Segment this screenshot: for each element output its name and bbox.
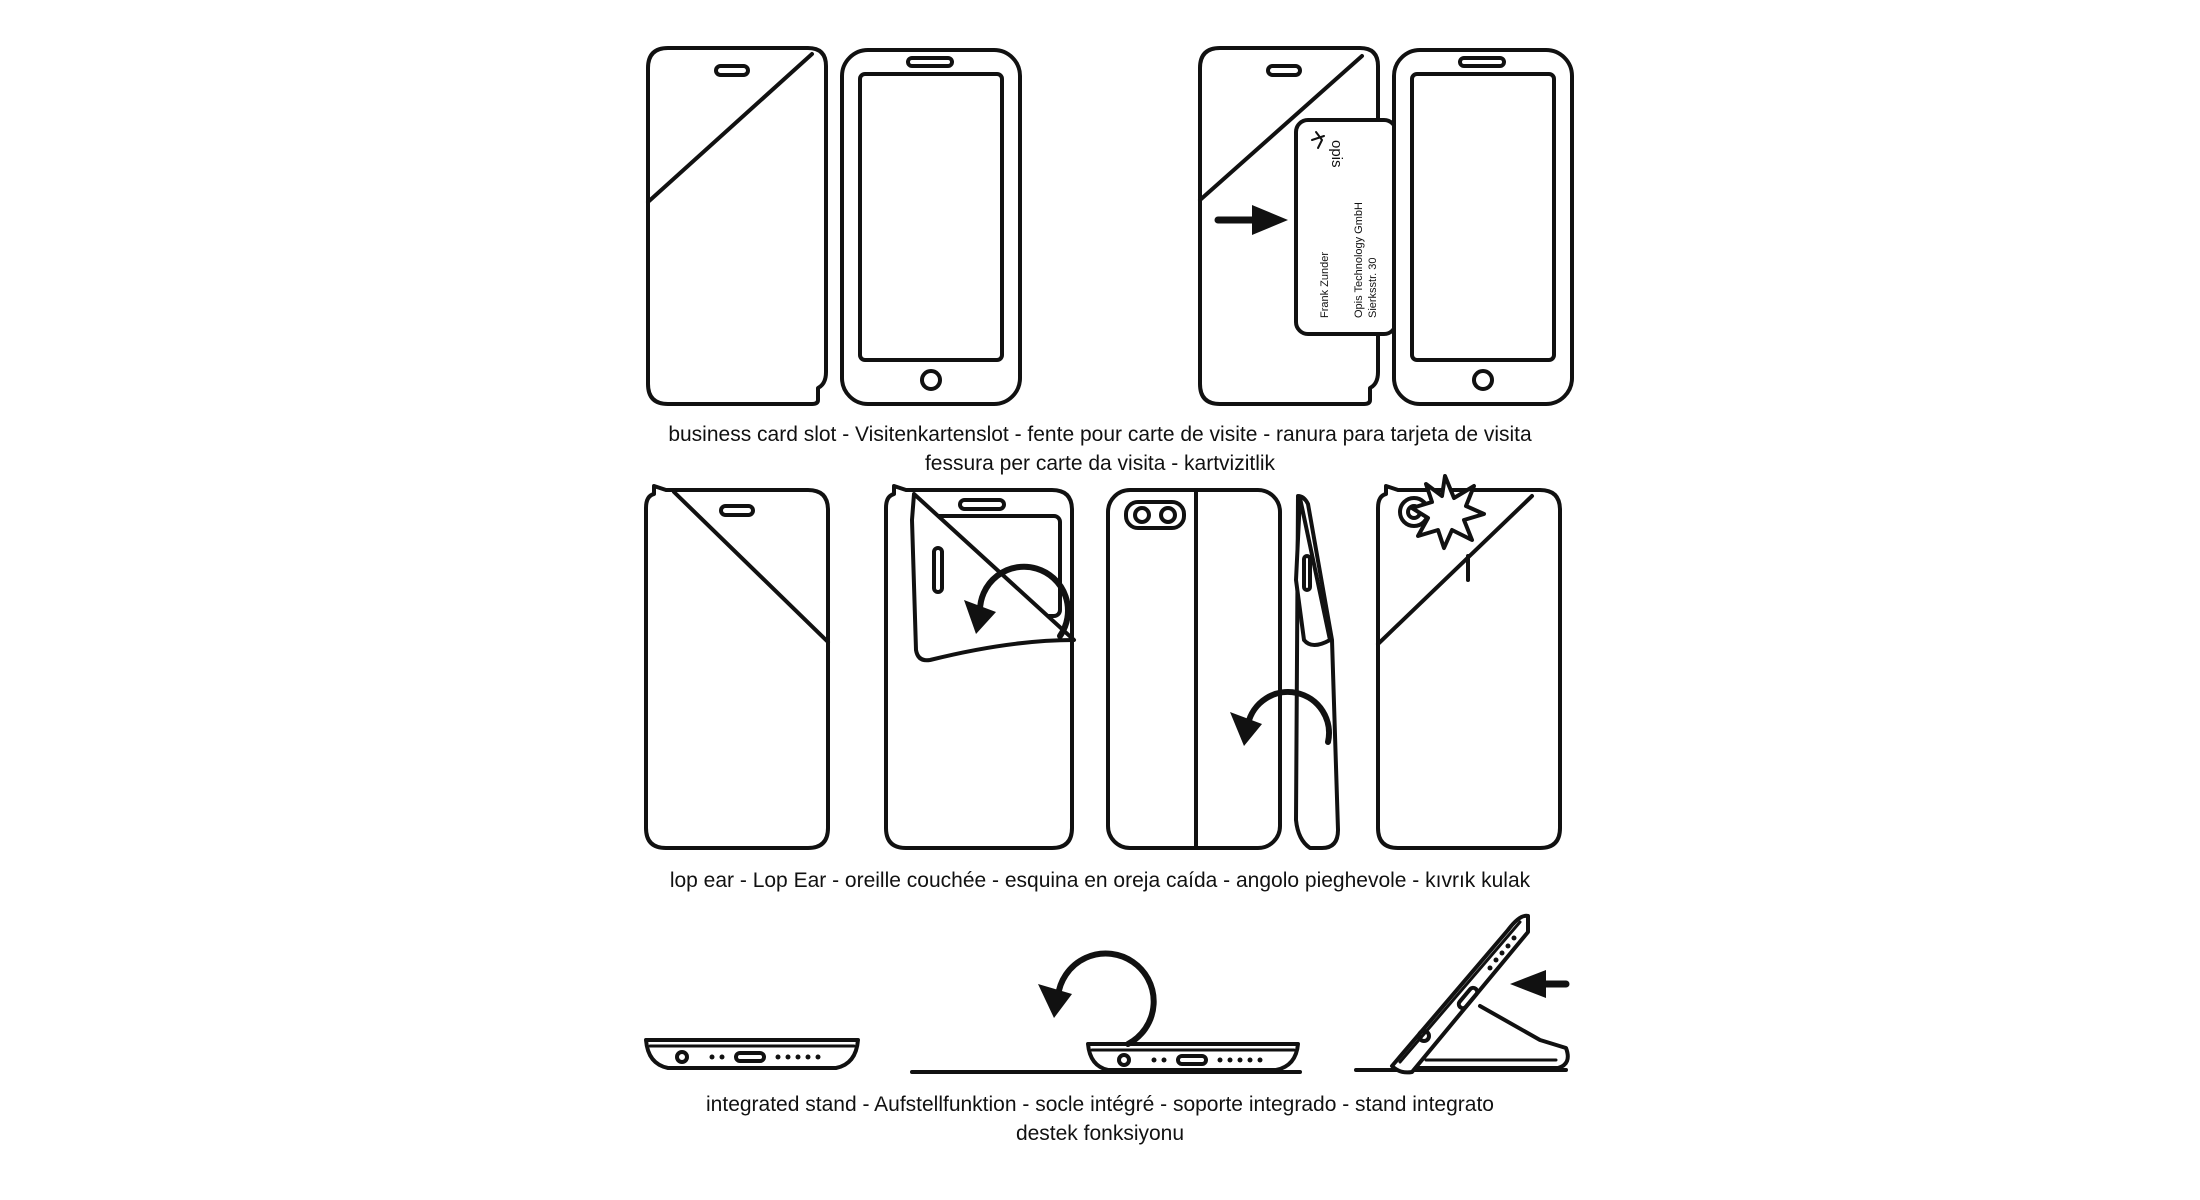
cover-diagonal: [1198, 54, 1364, 202]
speaker-grille-icon: [1151, 1057, 1263, 1063]
phone-screen: [858, 72, 1004, 362]
caption-line: destek fonksiyonu: [1015, 1122, 1185, 1145]
caption-line: fessura per carte da visita - kartvizitl…: [924, 452, 1276, 475]
rotate-arrow-icon: [1230, 712, 1262, 746]
case-back-flip-figure: [1106, 488, 1340, 850]
caption-line: integrated stand - Aufstellfunktion - so…: [706, 1093, 1494, 1116]
phone-edge-line: [1398, 920, 1522, 1064]
earpiece-slot: [958, 498, 1006, 511]
card-logo-text: opis: [1328, 140, 1345, 168]
camera-module: [1124, 500, 1186, 530]
flap-inner-panel: [1294, 496, 1332, 647]
flash-burst-icon: [1410, 474, 1486, 550]
audio-jack-icon: [675, 1050, 689, 1064]
caption-lop-ear: lop ear - Lop Ear - oreille couchée - es…: [0, 866, 2200, 895]
speaker-grille-icon: [1487, 935, 1517, 971]
home-button-icon: [920, 369, 942, 391]
case-cover: [646, 46, 828, 406]
speaker-grille-icon: [709, 1054, 821, 1060]
case-cover: [1198, 46, 1380, 406]
open-case-with-card-figure: opis Frank Zunder Opis Technology GmbH S…: [1198, 46, 1574, 406]
flap-slot: [932, 546, 944, 594]
lop-ear-folding-figure: [884, 484, 1076, 850]
push-arrow-icon: [1510, 970, 1570, 998]
rotate-arrow-icon: [1038, 984, 1072, 1018]
case-outline: [884, 484, 1074, 850]
phone-screen: [1410, 72, 1556, 362]
business-card: [1294, 118, 1398, 336]
stand-cover-fold: [1408, 1004, 1570, 1070]
case-outline: [644, 484, 830, 850]
case-edge-outline: [644, 1038, 860, 1070]
charging-port-icon: [734, 1051, 766, 1063]
charging-port-icon: [1176, 1054, 1208, 1066]
rotate-arrow-arc: [1055, 950, 1157, 1047]
home-button-icon: [1472, 369, 1494, 391]
card-company: Opis Technology GmbH: [1353, 202, 1365, 318]
flap-slot: [1302, 554, 1312, 592]
charging-port-icon: [1456, 985, 1480, 1011]
rotate-arrow-arc: [1245, 689, 1332, 745]
lop-ear-camera-figure: [1376, 474, 1562, 850]
phone-earpiece: [906, 56, 954, 68]
phone-earpiece: [1458, 56, 1506, 68]
rotate-arrow-icon: [964, 600, 996, 634]
fold-line-lower: [1376, 494, 1534, 646]
earpiece-slot: [719, 504, 755, 517]
caption-business-card-slot: business card slot - Visitenkartenslot -…: [0, 420, 2200, 478]
caption-line: lop ear - Lop Ear - oreille couchée - es…: [669, 869, 1531, 892]
rotate-arrow-arc: [976, 563, 1071, 639]
closed-case-front-figure: [644, 484, 830, 850]
cover-earpiece-slot: [1266, 64, 1302, 77]
cover-earpiece-slot: [714, 64, 750, 77]
case-edge-outline: [1086, 1042, 1300, 1072]
camera-lens-icon: [1159, 506, 1177, 524]
phone-body: [1392, 48, 1574, 406]
card-logo-icon: [1311, 131, 1325, 149]
open-case-empty-figure: [646, 46, 1022, 406]
case-outline: [1376, 484, 1562, 850]
caption-integrated-stand: integrated stand - Aufstellfunktion - so…: [0, 1090, 2200, 1148]
closed-case-edge-figure: [644, 1038, 860, 1070]
caption-line: business card slot - Visitenkartenslot -…: [668, 423, 1532, 446]
fold-line: [672, 490, 830, 644]
phone-body: [840, 48, 1022, 406]
card-street: Sierksstr. 30: [1367, 257, 1379, 318]
phone-stand-figure: [1354, 913, 1570, 1075]
card-name: Frank Zunder: [1319, 252, 1331, 318]
stand-opening-figure: [910, 950, 1302, 1074]
audio-jack-icon: [1417, 1029, 1431, 1043]
audio-jack-icon: [1117, 1053, 1131, 1067]
camera-lens-icon: [1133, 506, 1151, 524]
insert-arrow-icon: [1214, 205, 1288, 235]
cover-diagonal: [646, 52, 814, 204]
